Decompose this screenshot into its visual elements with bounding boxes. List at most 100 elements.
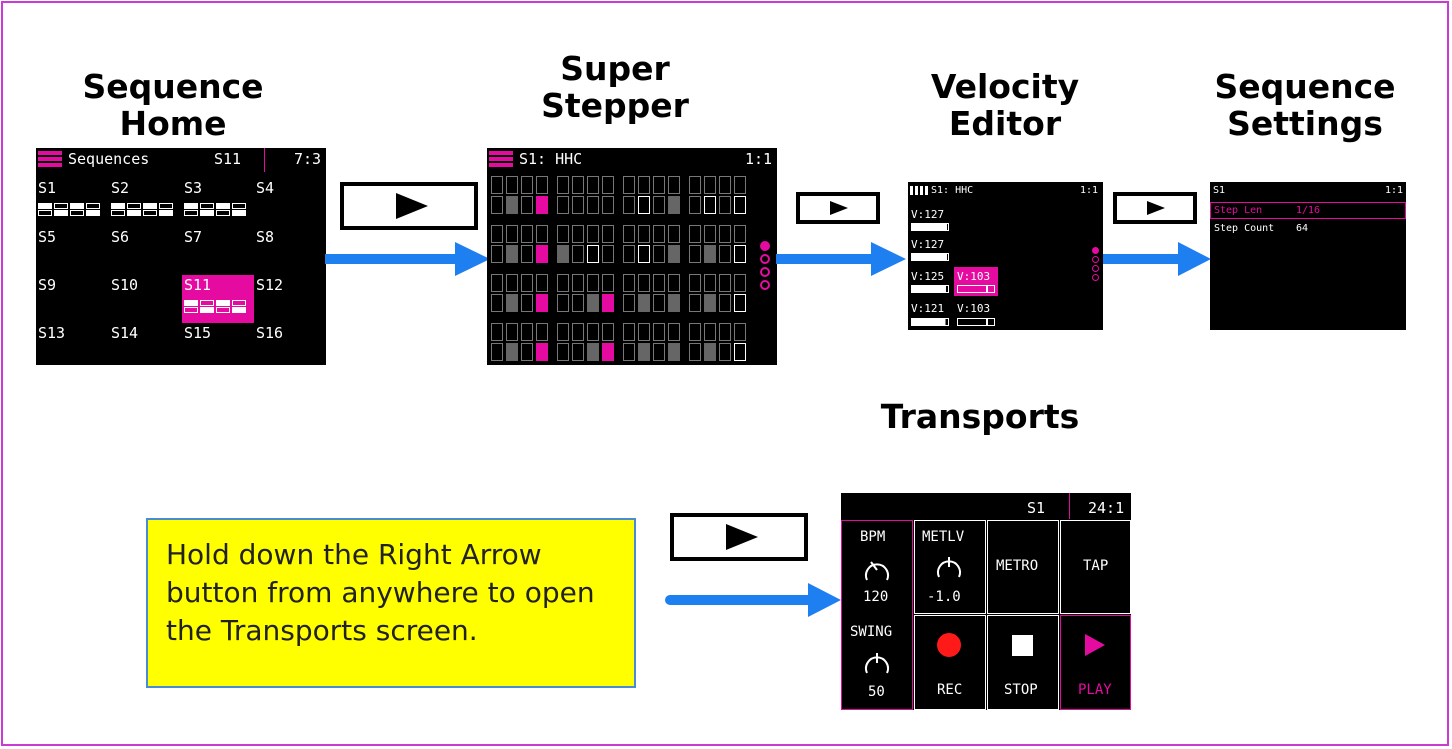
sequence-slot-label[interactable]: S7	[184, 228, 203, 246]
sequence-slot-label[interactable]: S5	[38, 228, 57, 246]
sequence-slot-label[interactable]: S10	[111, 276, 139, 294]
step-cell[interactable]	[506, 196, 518, 214]
step-cell[interactable]	[572, 343, 584, 361]
step-cell[interactable]	[557, 274, 569, 292]
step-cell[interactable]	[491, 196, 503, 214]
stop-button[interactable]	[987, 615, 1059, 710]
velocity-bar[interactable]	[911, 253, 949, 261]
sequence-slot-label[interactable]: S11	[184, 276, 212, 294]
step-cell[interactable]	[719, 225, 731, 243]
step-cell[interactable]	[668, 245, 680, 263]
step-cell[interactable]	[506, 245, 518, 263]
step-cell[interactable]	[491, 274, 503, 292]
step-cell[interactable]	[623, 343, 635, 361]
step-cell[interactable]	[704, 294, 716, 312]
step-cell[interactable]	[704, 225, 716, 243]
step-cell[interactable]	[719, 323, 731, 341]
step-cell[interactable]	[623, 323, 635, 341]
step-cell[interactable]	[638, 323, 650, 341]
step-cell[interactable]	[653, 294, 665, 312]
step-cell[interactable]	[536, 225, 548, 243]
step-cell[interactable]	[689, 245, 701, 263]
step-cell[interactable]	[653, 323, 665, 341]
settings-row-selected[interactable]	[1210, 202, 1406, 219]
metlv-knob-icon[interactable]	[934, 553, 964, 581]
step-cell[interactable]	[572, 294, 584, 312]
step-cell[interactable]	[506, 225, 518, 243]
step-cell[interactable]	[536, 176, 548, 194]
step-cell[interactable]	[623, 176, 635, 194]
step-cell[interactable]	[491, 225, 503, 243]
step-cell[interactable]	[521, 196, 533, 214]
step-cell[interactable]	[689, 274, 701, 292]
velocity-bar[interactable]	[911, 318, 949, 326]
step-cell[interactable]	[638, 176, 650, 194]
bpm-knob-icon[interactable]	[862, 556, 892, 584]
step-cell[interactable]	[689, 323, 701, 341]
step-cell[interactable]	[623, 245, 635, 263]
step-cell[interactable]	[689, 343, 701, 361]
step-cell[interactable]	[557, 196, 569, 214]
step-cell[interactable]	[638, 245, 650, 263]
step-cell[interactable]	[506, 323, 518, 341]
sequence-slot-label[interactable]: S12	[256, 276, 284, 294]
step-cell[interactable]	[602, 294, 614, 312]
metlv-cell[interactable]	[914, 520, 986, 614]
step-cell[interactable]	[638, 294, 650, 312]
sequence-slot-label[interactable]: S3	[184, 179, 203, 197]
step-cell[interactable]	[689, 176, 701, 194]
step-cell[interactable]	[719, 176, 731, 194]
step-cell[interactable]	[668, 176, 680, 194]
step-cell[interactable]	[521, 274, 533, 292]
step-cell[interactable]	[587, 196, 599, 214]
rec-button[interactable]	[914, 615, 986, 710]
velocity-bar[interactable]	[911, 285, 949, 293]
step-cell[interactable]	[557, 323, 569, 341]
step-cell[interactable]	[602, 274, 614, 292]
step-cell[interactable]	[587, 176, 599, 194]
step-cell[interactable]	[587, 294, 599, 312]
step-cell[interactable]	[506, 343, 518, 361]
step-cell[interactable]	[491, 294, 503, 312]
step-cell[interactable]	[506, 274, 518, 292]
step-cell[interactable]	[602, 343, 614, 361]
step-cell[interactable]	[704, 274, 716, 292]
step-cell[interactable]	[668, 274, 680, 292]
step-cell[interactable]	[491, 245, 503, 263]
step-cell[interactable]	[572, 196, 584, 214]
step-cell[interactable]	[587, 274, 599, 292]
step-cell[interactable]	[719, 294, 731, 312]
step-cell[interactable]	[623, 294, 635, 312]
step-cell[interactable]	[653, 343, 665, 361]
step-cell[interactable]	[704, 196, 716, 214]
step-cell[interactable]	[602, 225, 614, 243]
tap-button[interactable]	[1060, 520, 1131, 614]
step-cell[interactable]	[653, 245, 665, 263]
metro-button[interactable]	[987, 520, 1059, 614]
step-cell[interactable]	[572, 323, 584, 341]
step-cell[interactable]	[734, 176, 746, 194]
step-cell[interactable]	[536, 323, 548, 341]
step-cell[interactable]	[623, 274, 635, 292]
step-cell[interactable]	[704, 323, 716, 341]
step-cell[interactable]	[557, 245, 569, 263]
sequence-slot-label[interactable]: S2	[111, 179, 130, 197]
step-cell[interactable]	[536, 274, 548, 292]
step-cell[interactable]	[704, 343, 716, 361]
step-cell[interactable]	[734, 196, 746, 214]
velocity-bar[interactable]	[957, 318, 995, 326]
step-cell[interactable]	[638, 274, 650, 292]
step-cell[interactable]	[704, 245, 716, 263]
tempo-panel[interactable]	[841, 520, 913, 710]
step-cell[interactable]	[668, 196, 680, 214]
sequence-slot-selected[interactable]	[182, 275, 254, 323]
step-cell[interactable]	[719, 274, 731, 292]
step-cell[interactable]	[719, 245, 731, 263]
sequence-slot-label[interactable]: S4	[256, 179, 275, 197]
step-cell[interactable]	[557, 343, 569, 361]
step-cell[interactable]	[521, 294, 533, 312]
step-cell[interactable]	[557, 176, 569, 194]
step-cell[interactable]	[734, 274, 746, 292]
step-cell[interactable]	[623, 196, 635, 214]
step-cell[interactable]	[623, 225, 635, 243]
